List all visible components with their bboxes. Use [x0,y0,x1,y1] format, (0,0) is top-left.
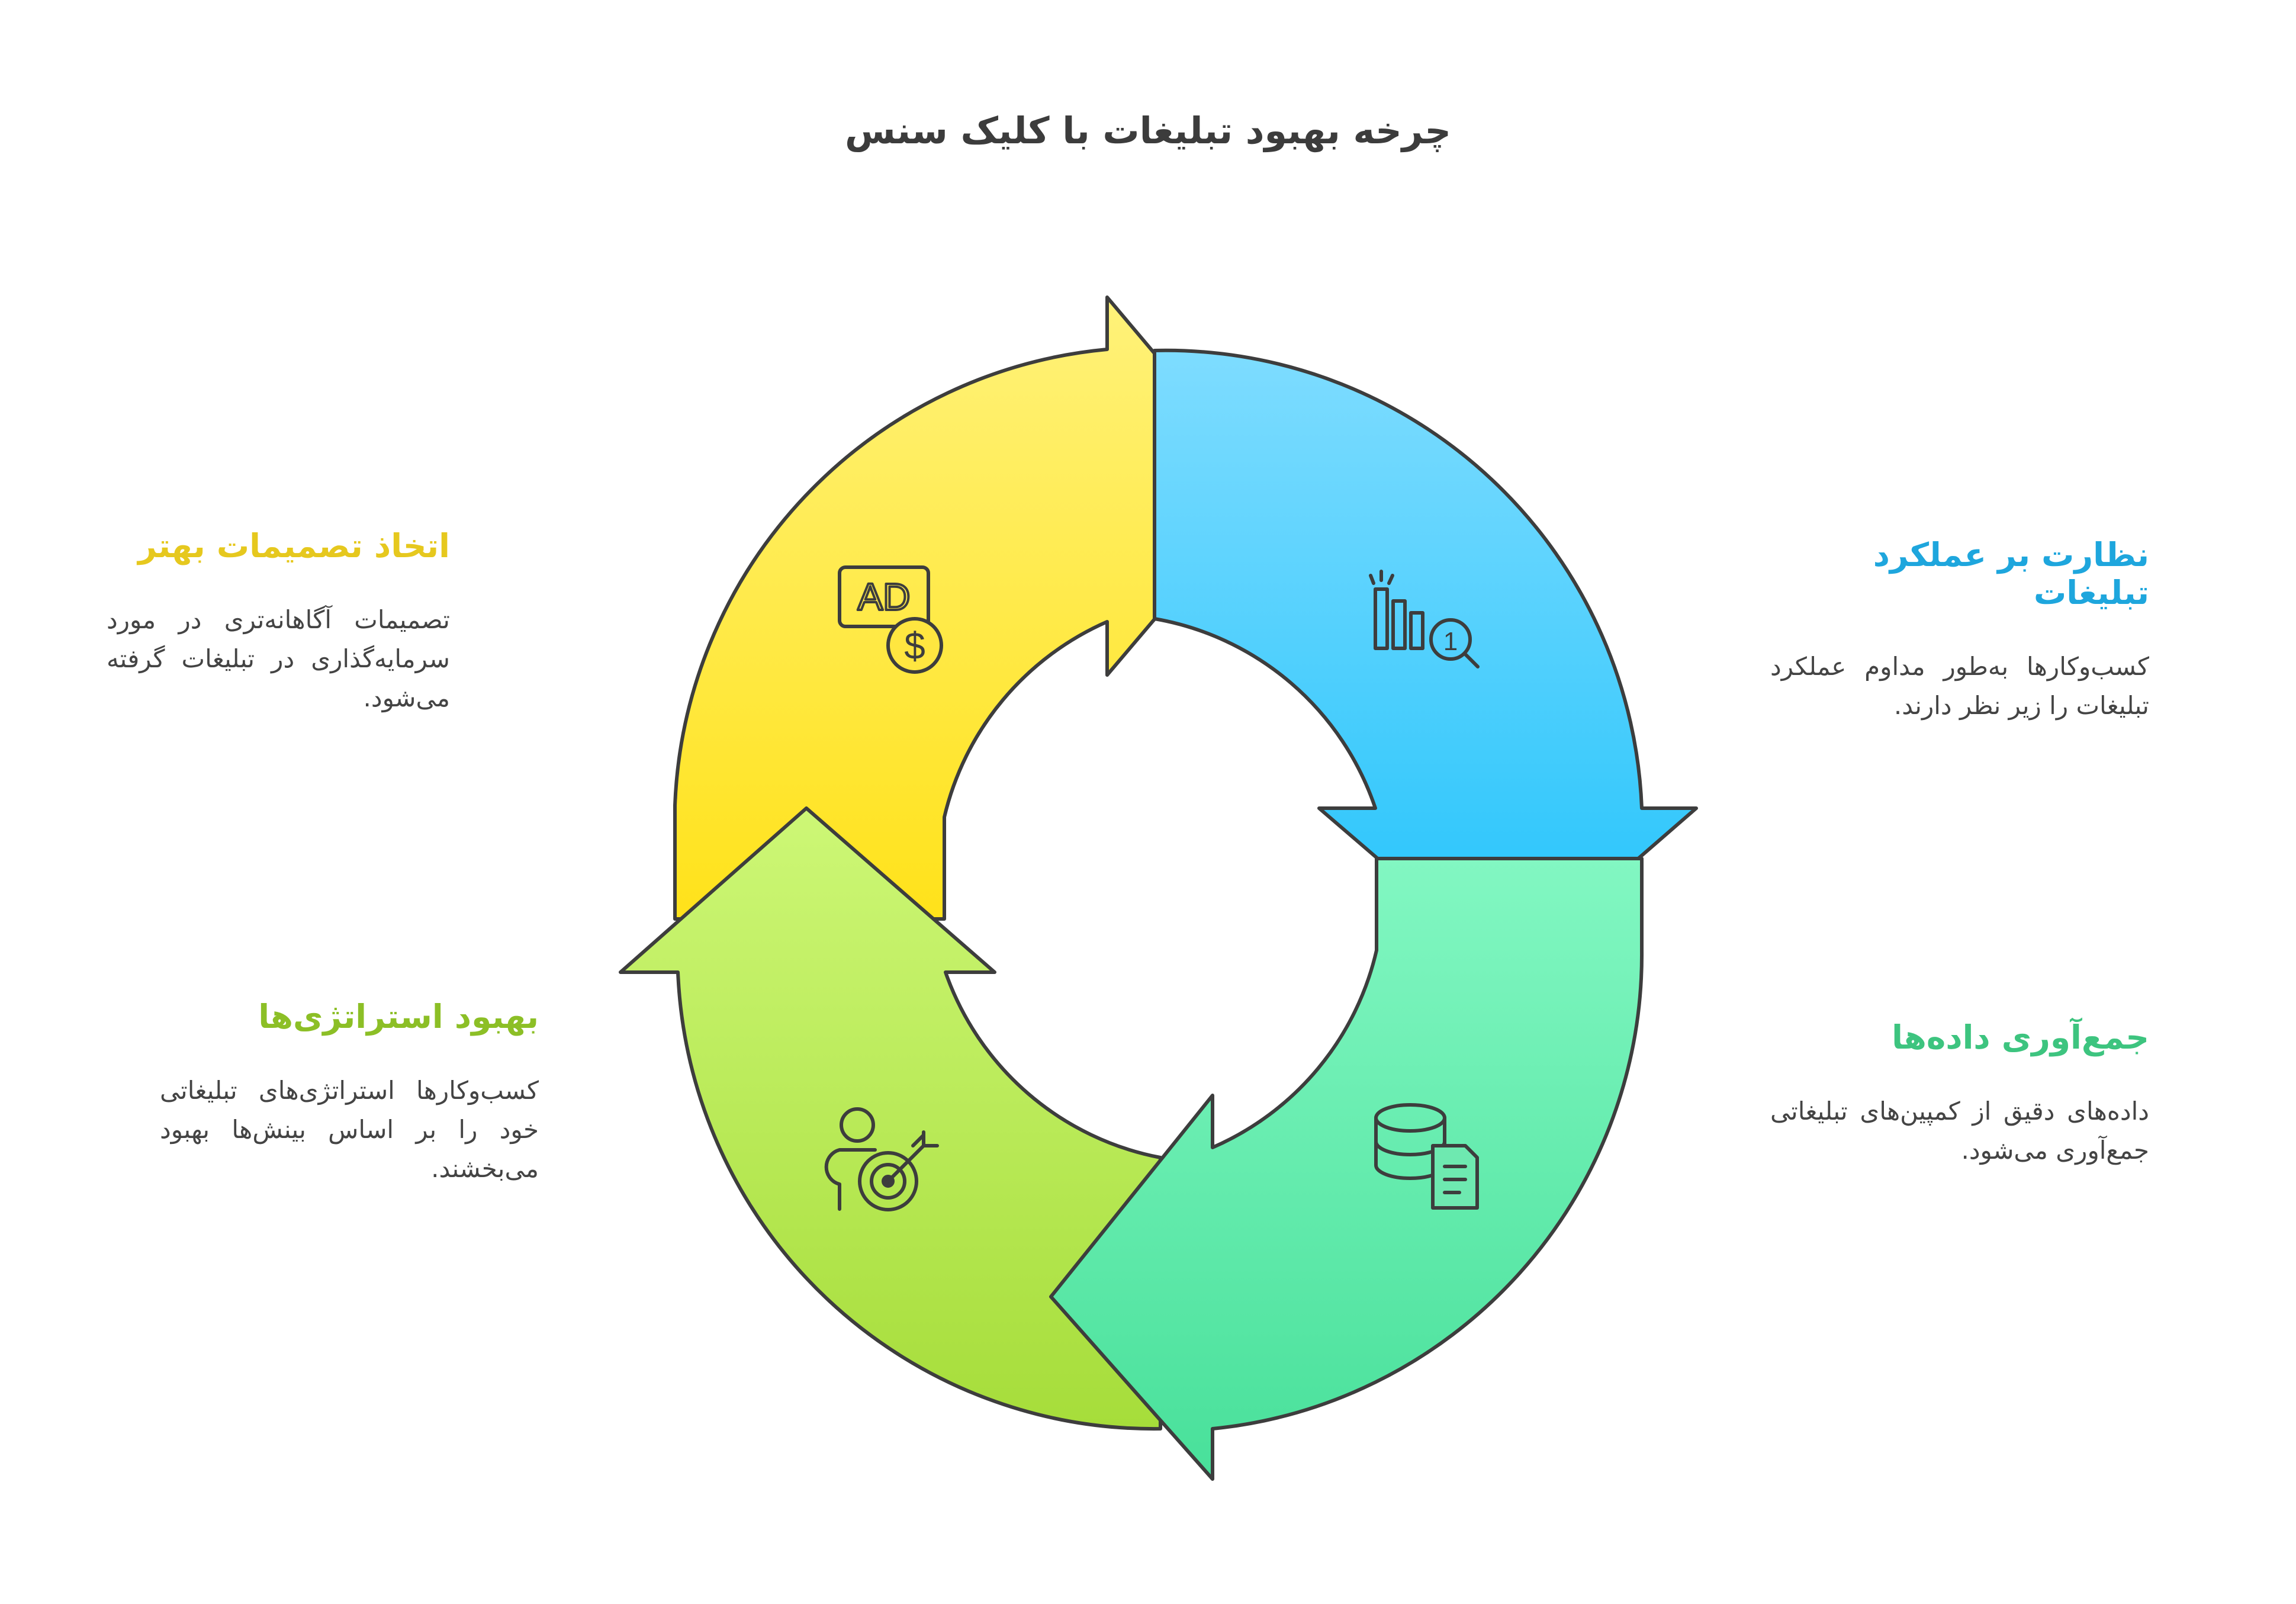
step-heading: جمع‌آوری داده‌ها [1892,1018,2149,1056]
cycle-arrow-teal [1049,857,1644,1481]
svg-text:$: $ [904,625,925,667]
page-title: چرخه بهبود تبلیغات با کلیک سنس [844,109,1452,152]
database-document-icon [1374,1103,1479,1210]
person-target-icon [824,1107,939,1211]
step-description: تصمیمات آگاهانه‌تری در مورد سرمایه‌گذاری… [107,605,450,712]
step-heading: نظارت بر عملکرد تبلیغات [1873,536,2149,612]
step-description: کسب‌وکارها استراتژی‌های تبلیغاتی خود را … [160,1076,539,1183]
step-better-decisions: اتخاذ تصمیمات بهتر تصمیمات آگاهانه‌تری د… [107,527,450,718]
step-collect-data: جمع‌آوری داده‌ها داده‌های دقیق از کمپین‌… [1770,1018,2149,1170]
svg-text:1: 1 [1443,627,1458,656]
step-monitor-performance: نظارت بر عملکرد تبلیغات کسب‌وکارها به‌طو… [1770,536,2149,725]
svg-text:AD: AD [858,576,911,618]
step-improve-strategies: بهبود استراتژی‌ها کسب‌وکارها استراتژی‌ها… [160,998,539,1188]
step-heading: اتخاذ تصمیمات بهتر [138,527,450,565]
step-heading: بهبود استراتژی‌ها [258,998,539,1036]
chart-magnifier-icon: 1 [1369,570,1480,668]
ad-dollar-icon: AD $ [838,565,943,674]
step-description: داده‌های دقیق از کمپین‌های تبلیغاتی جمع‌… [1770,1097,2149,1165]
cycle-arrow-green [619,806,1162,1431]
step-description: کسب‌وکارها به‌طور مداوم عملکرد تبلیغات ر… [1770,652,2149,720]
cycle-arrow-yellow [673,295,1269,921]
cycle-arrow-blue [1153,348,1698,973]
